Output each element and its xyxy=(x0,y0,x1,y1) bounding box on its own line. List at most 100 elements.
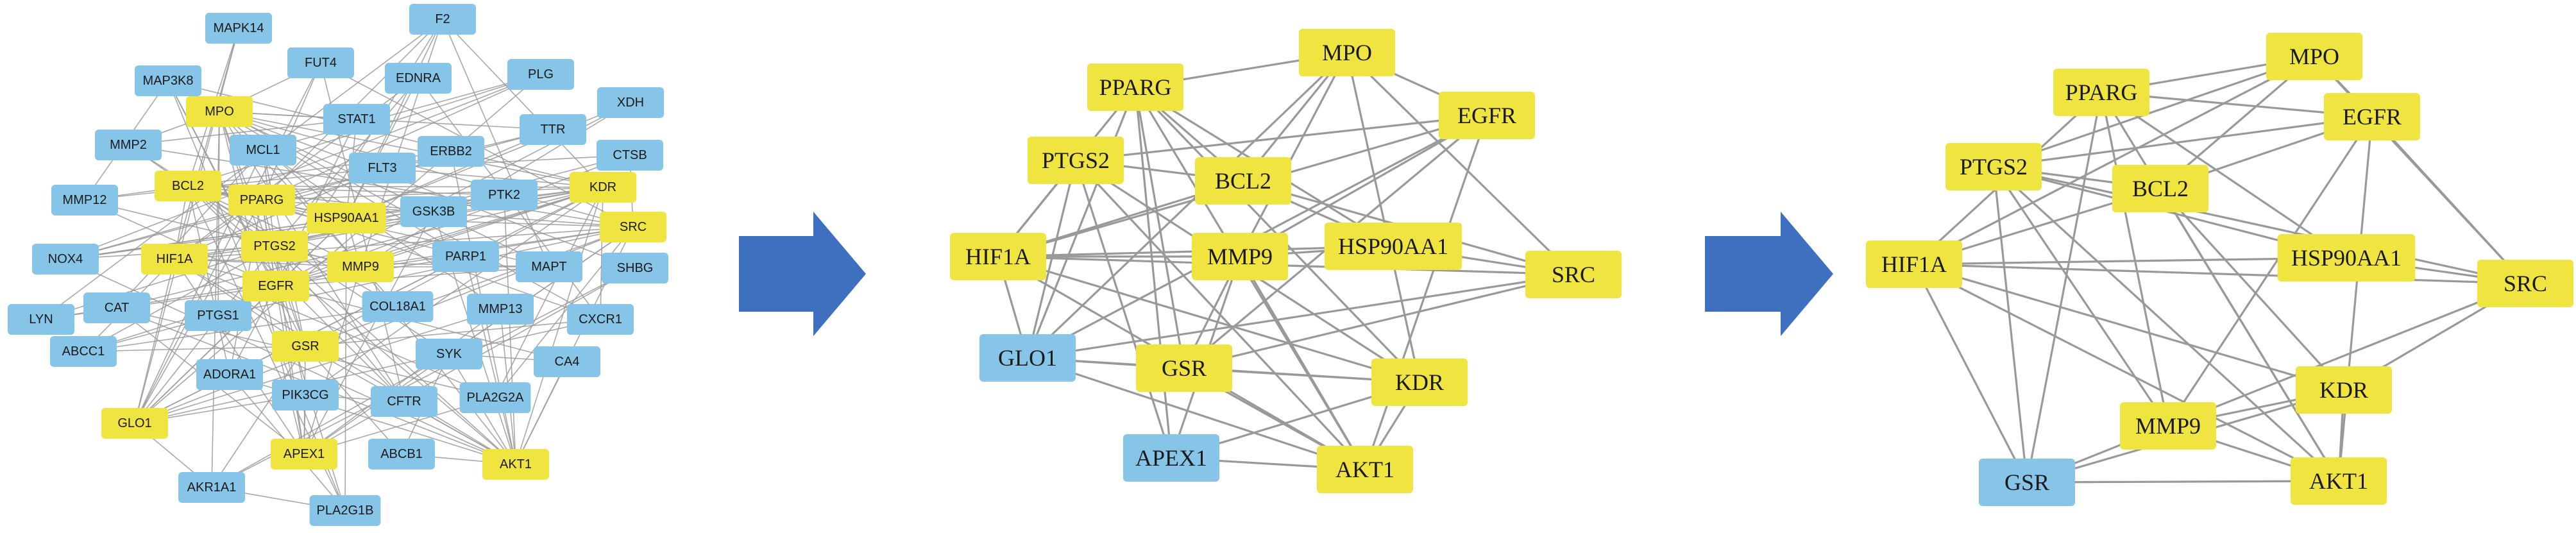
gene-node-hif1a[interactable]: HIF1A xyxy=(950,233,1046,280)
network-edge xyxy=(65,74,541,260)
gene-node-pik3cg[interactable]: PIK3CG xyxy=(272,380,339,410)
gene-node-src[interactable]: SRC xyxy=(2477,260,2573,307)
gene-node-mmp9[interactable]: MMP9 xyxy=(327,251,394,282)
gene-node-adora1[interactable]: ADORA1 xyxy=(196,359,263,390)
node-box xyxy=(570,172,636,203)
node-box xyxy=(467,294,534,325)
gene-node-akt1[interactable]: AKT1 xyxy=(2291,457,2387,505)
gene-node-erbb2[interactable]: ERBB2 xyxy=(418,136,484,167)
gene-node-mmp12[interactable]: MMP12 xyxy=(51,185,118,216)
gene-node-ptgs2[interactable]: PTGS2 xyxy=(1945,143,2042,190)
network-edge xyxy=(2167,282,2526,427)
gene-node-ptgs2[interactable]: PTGS2 xyxy=(1028,137,1124,184)
network-edge xyxy=(303,309,501,455)
gene-node-glo1[interactable]: GLO1 xyxy=(979,334,1076,382)
gene-node-hsp90aa1[interactable]: HSP90AA1 xyxy=(1324,223,1462,270)
gene-node-mpo[interactable]: MPO xyxy=(2266,33,2362,80)
gene-node-ptgs1[interactable]: PTGS1 xyxy=(185,300,251,331)
node-box xyxy=(2291,457,2387,505)
gene-node-f2[interactable]: F2 xyxy=(409,4,476,35)
gene-node-akr1a1[interactable]: AKR1A1 xyxy=(178,472,245,503)
gene-node-egfr[interactable]: EGFR xyxy=(1439,92,1535,139)
gene-node-gsk3b[interactable]: GSK3B xyxy=(400,196,467,227)
node-box xyxy=(362,291,434,322)
gene-node-cxcr1[interactable]: CXCR1 xyxy=(567,304,634,335)
gene-node-ttr[interactable]: TTR xyxy=(520,114,586,145)
gene-node-hif1a[interactable]: HIF1A xyxy=(1866,241,1962,288)
gene-node-mmp13[interactable]: MMP13 xyxy=(467,294,534,325)
gene-node-bcl2[interactable]: BCL2 xyxy=(155,171,221,201)
network-edge xyxy=(346,217,634,228)
gene-node-ptk2[interactable]: PTK2 xyxy=(471,180,538,210)
network-edge xyxy=(2337,116,2373,482)
gene-node-egfr[interactable]: EGFR xyxy=(2324,93,2420,140)
gene-node-parp1[interactable]: PARP1 xyxy=(432,241,499,272)
gene-node-egfr[interactable]: EGFR xyxy=(242,271,309,301)
gene-node-mapt[interactable]: MAPT xyxy=(516,251,582,282)
gene-node-pla2g2a[interactable]: PLA2G2A xyxy=(459,382,531,413)
gene-node-pparg[interactable]: PPARG xyxy=(1087,63,1183,111)
gene-node-pla2g1b[interactable]: PLA2G1B xyxy=(309,495,381,526)
gene-node-lyn[interactable]: LYN xyxy=(8,304,74,335)
node-box xyxy=(241,231,308,262)
gene-node-fut4[interactable]: FUT4 xyxy=(287,47,354,78)
node-box xyxy=(534,346,600,377)
gene-node-mmp2[interactable]: MMP2 xyxy=(95,130,162,160)
gene-node-abcb1[interactable]: ABCB1 xyxy=(368,439,435,470)
network-edge xyxy=(1913,263,2526,285)
gene-node-mmp9[interactable]: MMP9 xyxy=(1192,233,1288,280)
gene-node-col18a1[interactable]: COL18A1 xyxy=(362,291,434,322)
gene-node-ednra[interactable]: EDNRA xyxy=(385,63,452,94)
gene-node-glo1[interactable]: GLO1 xyxy=(101,408,168,439)
gene-node-ctsb[interactable]: CTSB xyxy=(597,140,663,171)
network-edge xyxy=(346,78,419,219)
gene-node-bcl2[interactable]: BCL2 xyxy=(1195,157,1291,205)
node-box xyxy=(196,359,263,390)
node-box xyxy=(135,65,201,96)
network-edge xyxy=(174,258,496,398)
gene-node-kdr[interactable]: KDR xyxy=(570,172,636,203)
gene-node-map3k8[interactable]: MAP3K8 xyxy=(135,65,201,96)
network-edge xyxy=(128,119,357,146)
gene-node-gsr[interactable]: GSR xyxy=(1979,459,2075,506)
gene-node-kdr[interactable]: KDR xyxy=(1371,359,1468,406)
network-edge xyxy=(495,187,604,398)
gene-node-mapk14[interactable]: MAPK14 xyxy=(205,13,272,44)
gene-node-stat1[interactable]: STAT1 xyxy=(323,104,390,135)
gene-node-src[interactable]: SRC xyxy=(1525,251,1622,298)
gene-node-pparg[interactable]: PPARG xyxy=(2053,69,2149,116)
node-box xyxy=(600,212,666,242)
gene-node-xdh[interactable]: XDH xyxy=(597,87,664,118)
gene-node-shbg[interactable]: SHBG xyxy=(602,253,668,283)
gene-node-cat[interactable]: CAT xyxy=(83,292,150,323)
gene-node-ptgs2[interactable]: PTGS2 xyxy=(241,231,308,262)
gene-node-mcl1[interactable]: MCL1 xyxy=(230,135,296,165)
gene-node-hsp90aa1[interactable]: HSP90AA1 xyxy=(307,203,386,233)
gene-node-pparg[interactable]: PPARG xyxy=(228,185,295,216)
gene-node-kdr[interactable]: KDR xyxy=(2296,366,2392,414)
gene-node-mpo[interactable]: MPO xyxy=(1299,29,1395,76)
gene-node-apex1[interactable]: APEX1 xyxy=(271,439,337,470)
node-box xyxy=(567,304,634,335)
gene-node-flt3[interactable]: FLT3 xyxy=(349,153,416,183)
gene-node-mmp9[interactable]: MMP9 xyxy=(2120,402,2216,450)
gene-node-gsr[interactable]: GSR xyxy=(1136,344,1232,392)
gene-node-ca4[interactable]: CA4 xyxy=(534,346,600,377)
gene-node-nox4[interactable]: NOX4 xyxy=(32,244,99,275)
gene-node-plg[interactable]: PLG xyxy=(507,59,574,90)
gene-node-bcl2[interactable]: BCL2 xyxy=(2112,165,2208,212)
gene-node-src[interactable]: SRC xyxy=(600,212,666,242)
gene-node-cftr[interactable]: CFTR xyxy=(371,386,437,417)
gene-node-apex1[interactable]: APEX1 xyxy=(1123,434,1219,482)
gene-node-syk[interactable]: SYK xyxy=(416,339,482,369)
gene-node-mpo[interactable]: MPO xyxy=(186,96,253,127)
gene-node-abcc1[interactable]: ABCC1 xyxy=(50,336,117,367)
network-edge xyxy=(134,258,175,424)
gene-node-akt1[interactable]: AKT1 xyxy=(482,449,549,480)
node-box xyxy=(2277,234,2416,282)
gene-node-hif1a[interactable]: HIF1A xyxy=(141,244,208,275)
gene-node-hsp90aa1[interactable]: HSP90AA1 xyxy=(2277,234,2416,282)
node-box xyxy=(471,180,538,210)
gene-node-gsr[interactable]: GSR xyxy=(272,331,339,362)
gene-node-akt1[interactable]: AKT1 xyxy=(1317,446,1413,493)
